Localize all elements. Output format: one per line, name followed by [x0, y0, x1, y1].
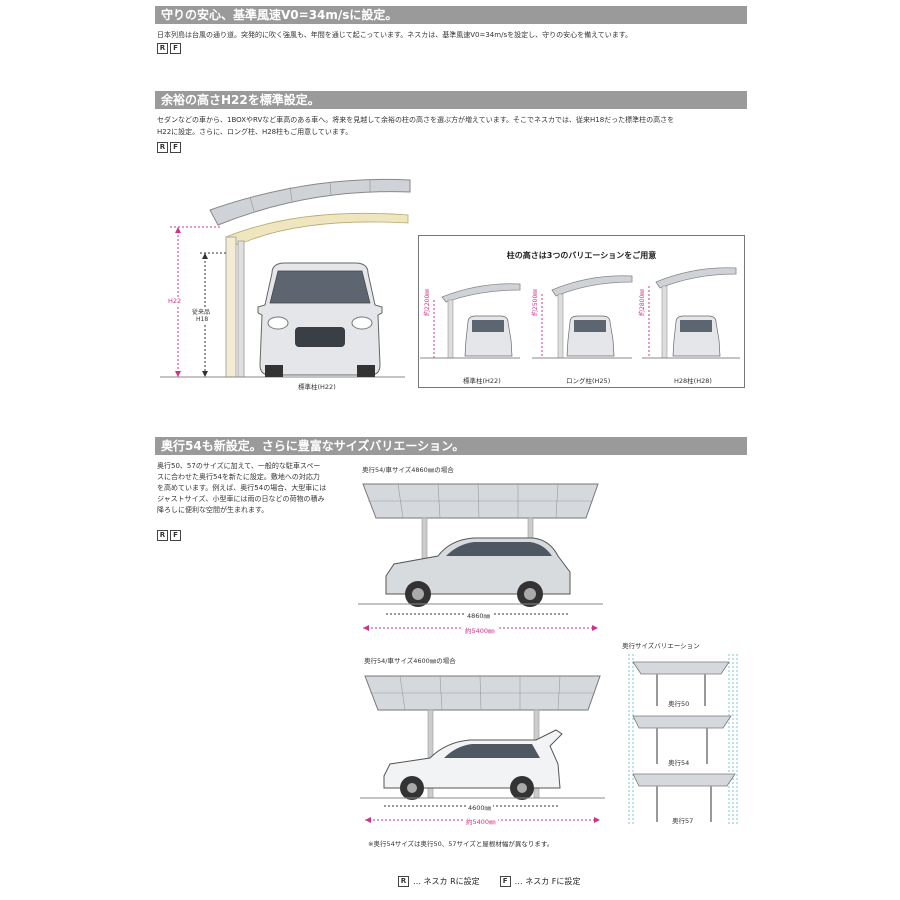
- minivan-side-icon: [385, 537, 571, 607]
- height-label-h22: 約2200㎜: [422, 286, 431, 318]
- minivan-front-icon: [257, 262, 383, 377]
- depth-variation-54: 奥行54: [668, 759, 690, 767]
- carport-small-icon: [642, 267, 740, 359]
- figure1-car-length: 4860㎜: [465, 610, 493, 620]
- h22-label: H22: [166, 297, 184, 305]
- depth-variation-57: 奥行57: [672, 817, 694, 825]
- f-badge: F: [170, 43, 181, 54]
- legend: R … ネスカ Rに設定 F … ネスカ Fに設定: [398, 876, 580, 887]
- depth-variation-illustration: [628, 654, 738, 824]
- legend-r-text: … ネスカ Rに設定: [413, 877, 480, 886]
- variation-caption-h25: ロング柱(H25): [566, 377, 611, 385]
- figure1-caption: 奥行54/車サイズ4860㎜の場合: [362, 466, 454, 474]
- f-badge: F: [170, 142, 181, 153]
- r-badge: R: [157, 530, 168, 541]
- variation-caption-h22: 標準柱(H22): [463, 377, 501, 385]
- f-badge: F: [499, 876, 511, 887]
- carport-top-icon: [632, 773, 736, 822]
- figure2-car-length: 4600㎜: [466, 802, 494, 812]
- carport-top-icon: [632, 661, 730, 706]
- height-label-h25: 約2500㎜: [530, 286, 539, 318]
- legend-f-text: … ネスカ Fに設定: [514, 877, 581, 886]
- height-variation-box: 柱の高さは3つのバリエーションをご用意: [418, 235, 745, 388]
- section-text-height-1: セダンなどの車から、1BOXやRVなど車高のある車へ。将来を見越して余裕の柱の高…: [157, 116, 675, 124]
- r-badge: R: [398, 876, 409, 887]
- variation-box-title: 柱の高さは3つのバリエーションをご用意: [506, 251, 657, 260]
- depth-note: ※奥行54サイズは奥行50、57サイズと屋根材幅が異なります。: [368, 840, 554, 848]
- main-figure-caption: 標準柱(H22): [298, 383, 336, 391]
- f-badge: F: [170, 530, 181, 541]
- section-text-wind: 日本列島は台風の通り道。突発的に吹く強風も、年間を通じて起こっています。ネスカは…: [157, 31, 633, 39]
- h18-label: H18: [194, 316, 211, 323]
- section-heading-height: 余裕の高さH22を標準設定。: [155, 91, 747, 109]
- r-badge: R: [157, 142, 168, 153]
- carport-h22-illustration: [160, 178, 411, 378]
- r-badge: R: [157, 43, 168, 54]
- badge-group: R F: [157, 142, 181, 153]
- conventional-label: 従来品: [190, 307, 213, 316]
- depth-variation-title: 奥行サイズバリエーション: [622, 642, 700, 650]
- section-heading-wind: 守りの安心、基準風速V0=34m/sに設定。: [155, 6, 747, 24]
- height-variation-illustrations: [420, 267, 740, 359]
- figure1-total-depth: 約5400㎜: [463, 625, 497, 635]
- section-text-depth: 奥行50、57のサイズに加えて、一般的な駐車スペー スに合わせた奥行54を新たに…: [157, 462, 327, 514]
- figure2-caption: 奥行54/車サイズ4600㎜の場合: [364, 657, 456, 665]
- carport-top-icon: [632, 715, 732, 764]
- carport-small-icon: [420, 283, 521, 359]
- wagon-side-icon: [383, 729, 563, 800]
- section-text-height-2: H22に設定。さらに、ロング柱、H28柱もご用意しています。: [157, 128, 353, 136]
- depth-variation-50: 奥行50: [668, 700, 690, 708]
- section-heading-depth: 奥行54も新設定。さらに豊富なサイズバリエーション。: [155, 437, 747, 455]
- figure2-total-depth: 約5400㎜: [464, 816, 498, 826]
- variation-caption-h28: H28柱(H28): [674, 377, 712, 385]
- badge-group: R F: [157, 43, 181, 54]
- badge-group: R F: [157, 530, 181, 541]
- carport-depth54-wagon-illustration: [360, 675, 605, 823]
- carport-small-icon: [532, 275, 633, 359]
- height-label-h28: 約2800㎜: [637, 286, 646, 318]
- carport-depth54-minivan-illustration: [358, 483, 603, 631]
